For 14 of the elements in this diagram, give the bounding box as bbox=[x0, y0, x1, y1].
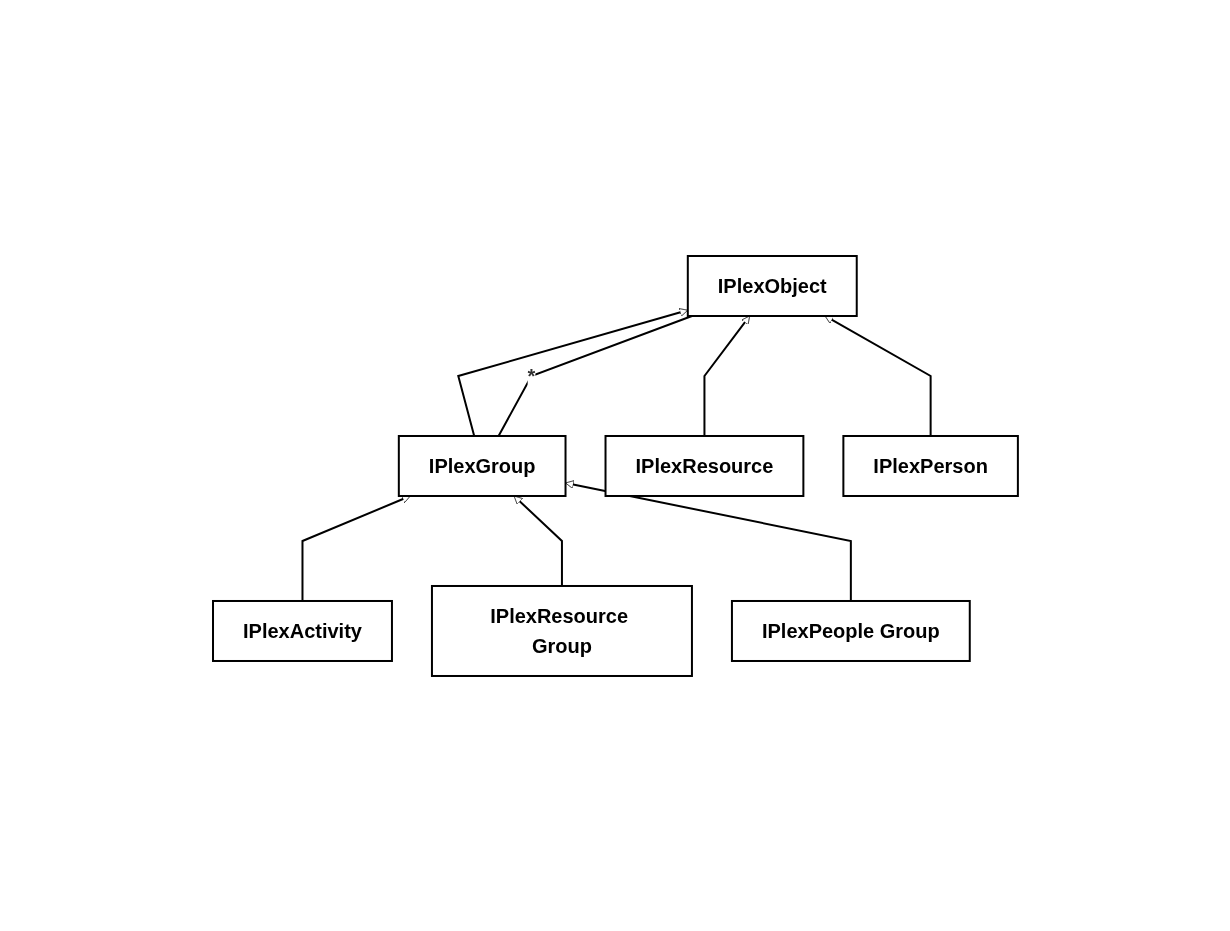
arrow bbox=[301, 494, 411, 602]
node-box: IPlexObject bbox=[686, 254, 858, 317]
node-box: IPlexResource Group bbox=[430, 584, 693, 677]
node-box: IPlexActivity bbox=[211, 599, 393, 662]
node-box: IPlexPeople Group bbox=[730, 599, 971, 662]
arrow bbox=[703, 315, 750, 437]
edge-label: * bbox=[527, 364, 535, 387]
node-box: IPlexGroup bbox=[397, 434, 567, 497]
node-box: IPlexResource bbox=[604, 434, 804, 497]
arrow bbox=[456, 307, 688, 437]
arrow bbox=[513, 495, 563, 587]
node-box: IPlexPerson bbox=[841, 434, 1019, 497]
connector bbox=[497, 314, 693, 437]
arrow bbox=[824, 315, 932, 437]
